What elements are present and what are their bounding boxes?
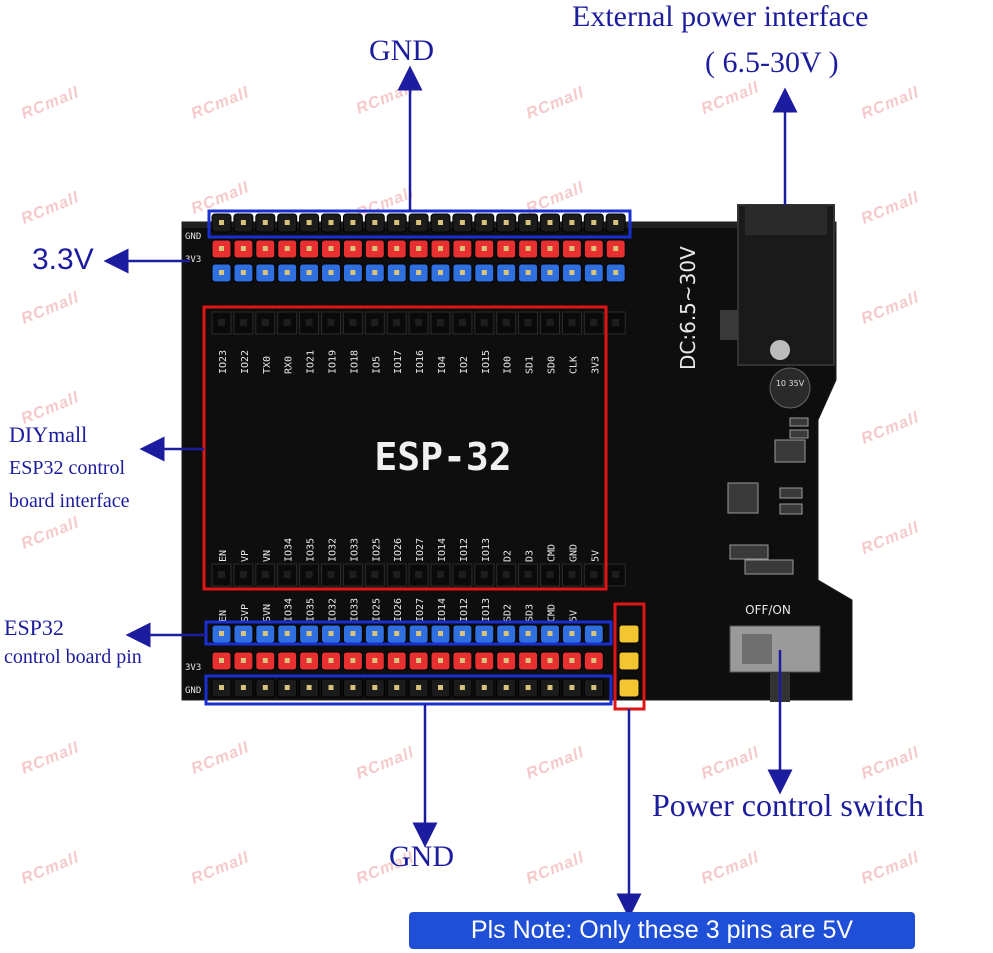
- pin-label: IO2: [459, 356, 470, 374]
- pin-label: IO0: [503, 356, 514, 374]
- 5v-pin-group: [618, 624, 640, 698]
- pin-label: IO27: [415, 598, 426, 622]
- pin-label: IO4: [437, 356, 448, 374]
- module-socket-top: [211, 311, 626, 335]
- pin-label: 3V3: [590, 356, 601, 374]
- pin-label: SVN: [262, 604, 273, 622]
- smd-components: [727, 417, 809, 575]
- pin-label: IO25: [371, 538, 382, 562]
- electrolytic-capacitor: 10 35V: [769, 367, 811, 409]
- pin-label: TX0: [262, 356, 273, 374]
- pin-label: IO18: [349, 350, 360, 374]
- silk-gnd-top: GND: [185, 232, 201, 242]
- pin-label: IO26: [393, 538, 404, 562]
- pin-label: D2: [503, 550, 514, 562]
- pin-label: 5V: [590, 550, 601, 562]
- bottom-gnd-header-row: [211, 678, 604, 698]
- pin-label: IO22: [240, 350, 251, 374]
- label-power-switch: Power control switch: [652, 787, 924, 823]
- label-esp32pin-line2: control board pin: [4, 646, 142, 668]
- top-3v3-header-row: [211, 239, 626, 259]
- pin-label: IO15: [481, 350, 492, 374]
- top-signal-header-row: [211, 263, 626, 283]
- header-pin-5v: [618, 651, 640, 671]
- power-switch: [729, 625, 821, 702]
- top-gnd-header-row: [211, 213, 626, 233]
- pin-label: IO34: [284, 598, 295, 622]
- header-pin-5v: [618, 678, 640, 698]
- pin-label: IO32: [328, 538, 339, 562]
- module-socket-bottom: [211, 563, 626, 587]
- label-gnd-top: GND: [369, 34, 434, 67]
- pin-label: IO13: [481, 598, 492, 622]
- svg-text:10 35V: 10 35V: [776, 379, 805, 388]
- module-bottom-pin-labels: EN VP VN IO34 IO35 IO32 IO33 IO25 IO26 IO27 IO14 IO…: [218, 538, 601, 562]
- pin-label: GND: [568, 544, 579, 562]
- pin-label: D3: [525, 550, 536, 562]
- label-diymall-line2: ESP32 control: [9, 457, 126, 479]
- pin-label: IO26: [393, 598, 404, 622]
- pin-label: SD1: [525, 356, 536, 374]
- bottom-signal-header-row: [211, 624, 604, 644]
- pin-label: SD2: [503, 604, 514, 622]
- pin-label: SD0: [547, 356, 558, 374]
- bottom-3v3-header-row: [211, 651, 604, 671]
- pin-label: SD3: [525, 604, 536, 622]
- note-5v-pins: Pls Note: Only these 3 pins are 5V: [409, 912, 915, 949]
- pin-label: CMD: [547, 544, 558, 562]
- pin-label: IO23: [218, 350, 229, 374]
- silk-gnd-bottom: GND: [185, 686, 201, 696]
- pin-label: IO33: [349, 598, 360, 622]
- label-esp32pin-line1: ESP32: [4, 615, 64, 640]
- top-pin-labels: IO23 IO22 TX0 RX0 IO21 IO19 IO18 IO5 IO17 IO16 IO4…: [218, 350, 601, 374]
- label-gnd-bottom: GND: [389, 840, 454, 873]
- bottom-blue-highlight-box: [204, 620, 613, 646]
- pin-label: IO35: [306, 538, 317, 562]
- pin-label: VP: [240, 550, 251, 562]
- pin-label: IO5: [371, 356, 382, 374]
- dc-voltage-label: DC:6.5~30V: [676, 246, 700, 370]
- pin-label: IO14: [437, 538, 448, 562]
- annotation-arrows: [103, 65, 798, 919]
- label-external-power-line2: ( 6.5-30V ): [705, 46, 839, 79]
- pin-label: EN: [218, 550, 229, 562]
- pin-label: IO14: [437, 598, 448, 622]
- pin-label: IO21: [306, 350, 317, 374]
- pin-label: CMD: [547, 604, 558, 622]
- silk-3v3-bottom: 3V3: [185, 663, 201, 673]
- header-pin-5v: [618, 624, 640, 644]
- pin-label: IO12: [459, 598, 470, 622]
- bottom-gnd-highlight-box: [204, 674, 613, 706]
- top-gnd-highlight-box: [207, 209, 632, 239]
- pin-label: SVP: [240, 604, 251, 622]
- bottom-pin-labels: EN SVP SVN IO34 IO35 IO32 IO33 IO25 IO26 IO27 IO14…: [218, 598, 579, 622]
- pin-label: IO19: [328, 350, 339, 374]
- pin-label: EN: [218, 610, 229, 622]
- pin-label: IO32: [328, 598, 339, 622]
- pin-label: IO35: [306, 598, 317, 622]
- module-title: ESP-32: [374, 435, 511, 479]
- pin-label: VN: [262, 550, 273, 562]
- silk-3v3-top: 3V3: [185, 255, 201, 265]
- dc-jack: [720, 204, 835, 366]
- pin-label: IO17: [393, 350, 404, 374]
- switch-label: OFF/ON: [745, 603, 791, 617]
- pin-label: IO13: [481, 538, 492, 562]
- label-diymall-line1: DIYmall: [9, 422, 88, 447]
- pin-label: IO34: [284, 538, 295, 562]
- pin-label: CLK: [568, 356, 579, 374]
- label-external-power-line1: External power interface: [572, 0, 869, 33]
- label-diymall-line3: board interface: [9, 490, 130, 512]
- pin-label: 5V: [568, 610, 579, 622]
- pin-label: IO12: [459, 538, 470, 562]
- pin-label: IO16: [415, 350, 426, 374]
- pin-label: IO27: [415, 538, 426, 562]
- label-3v3: 3.3V: [32, 243, 94, 276]
- pin-label: IO25: [371, 598, 382, 622]
- pin-label: IO33: [349, 538, 360, 562]
- pin-label: RX0: [284, 356, 295, 374]
